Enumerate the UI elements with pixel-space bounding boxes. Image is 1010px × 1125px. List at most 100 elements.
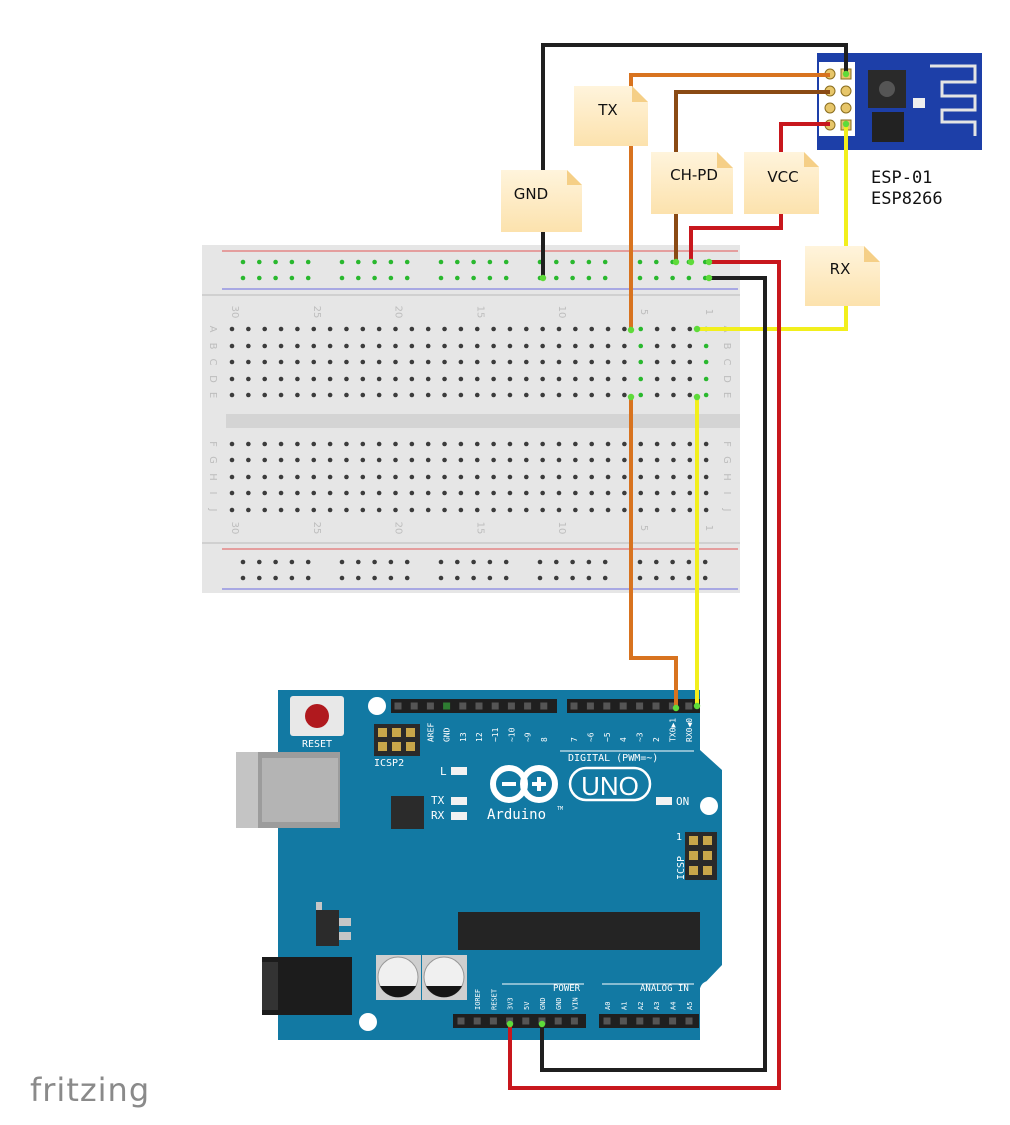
rail-hole bbox=[305, 275, 311, 281]
breadboard-hole bbox=[425, 343, 431, 349]
breadboard-hole bbox=[703, 490, 709, 496]
note-gnd-corner bbox=[567, 170, 582, 185]
column-label: 10 bbox=[556, 522, 567, 535]
breadboard-hole bbox=[246, 474, 251, 480]
wire-endpoint bbox=[627, 393, 635, 401]
breadboard-hole bbox=[295, 392, 300, 398]
analog-pin-label: A2 bbox=[637, 1002, 645, 1010]
breadboard-hole bbox=[703, 441, 709, 447]
rail-hole bbox=[586, 575, 592, 581]
breadboard-hole bbox=[474, 507, 480, 513]
row-label: F bbox=[207, 441, 218, 447]
plus-sign-v bbox=[537, 777, 541, 791]
breadboard-hole bbox=[344, 441, 349, 447]
led-on-label: ON bbox=[676, 795, 689, 808]
breadboard-hole bbox=[229, 507, 235, 513]
breadboard-hole bbox=[524, 457, 529, 463]
rail-hole bbox=[586, 275, 592, 281]
note-rx-corner bbox=[864, 246, 880, 262]
header-pin bbox=[406, 742, 415, 751]
header-hole bbox=[669, 1017, 677, 1025]
breadboard-hole bbox=[671, 343, 676, 349]
wire-rx-esp bbox=[697, 124, 848, 331]
breadboard-hole bbox=[311, 507, 317, 513]
breadboard-hole bbox=[229, 326, 235, 332]
breadboard-hole bbox=[262, 326, 268, 332]
digital-pin-label: ~9 bbox=[524, 732, 533, 742]
row-label: F bbox=[721, 441, 732, 447]
breadboard-hole bbox=[622, 507, 627, 513]
breadboard-hole bbox=[540, 343, 545, 349]
row-label: D bbox=[721, 375, 732, 383]
power-pin-label: GND bbox=[555, 997, 563, 1010]
breadboard-hole bbox=[654, 359, 660, 365]
rail-hole bbox=[404, 559, 410, 565]
header-hole bbox=[540, 702, 548, 710]
header-pin bbox=[689, 866, 698, 875]
rail-hole bbox=[240, 259, 246, 265]
breadboard-hole bbox=[589, 507, 594, 513]
breadboard-hole bbox=[311, 326, 317, 332]
breadboard-hole bbox=[491, 490, 496, 496]
breadboard-hole bbox=[671, 474, 676, 480]
power-pin-label: GND bbox=[539, 997, 547, 1010]
regulator-pin bbox=[316, 902, 322, 910]
header-hole bbox=[491, 702, 499, 710]
breadboard-hole bbox=[344, 359, 349, 365]
breadboard-hole bbox=[425, 392, 431, 398]
power-pin-label: IOREF bbox=[474, 989, 482, 1010]
breadboard-hole bbox=[311, 441, 317, 447]
breadboard-hole bbox=[295, 359, 300, 365]
rail-hole bbox=[273, 559, 278, 565]
breadboard-hole bbox=[278, 359, 284, 365]
breadboard-hole bbox=[376, 441, 382, 447]
breadboard-hole bbox=[654, 343, 660, 349]
breadboard-hole bbox=[524, 392, 529, 398]
infinity-right-loop bbox=[520, 765, 558, 803]
breadboard-hole bbox=[687, 507, 693, 513]
breadboard-hole bbox=[246, 457, 251, 463]
breadboard-hole bbox=[376, 326, 382, 332]
breadboard-hole bbox=[589, 490, 594, 496]
breadboard-hole bbox=[425, 474, 431, 480]
breadboard-hole bbox=[671, 376, 676, 382]
rail-hole bbox=[289, 575, 295, 581]
mount-hole bbox=[700, 981, 718, 999]
breadboard-hole bbox=[246, 326, 251, 332]
rail-hole bbox=[240, 575, 246, 581]
breadboard-hole bbox=[671, 441, 676, 447]
breadboard-hole bbox=[671, 359, 676, 365]
breadboard-hole bbox=[507, 343, 513, 349]
rail-hole bbox=[273, 259, 278, 265]
rail-hole bbox=[487, 259, 493, 265]
breadboard-hole bbox=[327, 474, 333, 480]
breadboard-hole bbox=[622, 474, 627, 480]
mount-hole bbox=[700, 797, 718, 815]
breadboard-hole bbox=[327, 326, 333, 332]
breadboard-hole bbox=[589, 441, 594, 447]
icsp2-label: ICSP2 bbox=[374, 758, 404, 769]
breadboard-hole bbox=[393, 507, 398, 513]
breadboard-hole bbox=[409, 507, 415, 513]
breadboard-hole bbox=[687, 474, 693, 480]
breadboard-hole bbox=[360, 359, 366, 365]
breadboard-hole bbox=[540, 457, 545, 463]
breadboard-hole bbox=[311, 490, 317, 496]
breadboard-hole bbox=[573, 376, 578, 382]
capacitor bbox=[376, 955, 421, 1000]
breadboard-hole bbox=[671, 457, 676, 463]
breadboard-hole bbox=[278, 326, 284, 332]
breadboard-hole bbox=[442, 507, 447, 513]
breadboard-hole bbox=[295, 441, 300, 447]
breadboard-hole bbox=[556, 474, 562, 480]
digital-pin-label: 13 bbox=[459, 732, 468, 742]
header-hole bbox=[668, 702, 676, 710]
reset-button[interactable] bbox=[305, 704, 329, 728]
breadboard-hole bbox=[507, 376, 513, 382]
breadboard-hole bbox=[540, 376, 545, 382]
breadboard-hole bbox=[295, 490, 300, 496]
wire-endpoint bbox=[693, 702, 701, 710]
led-rx-label: RX bbox=[431, 809, 445, 822]
